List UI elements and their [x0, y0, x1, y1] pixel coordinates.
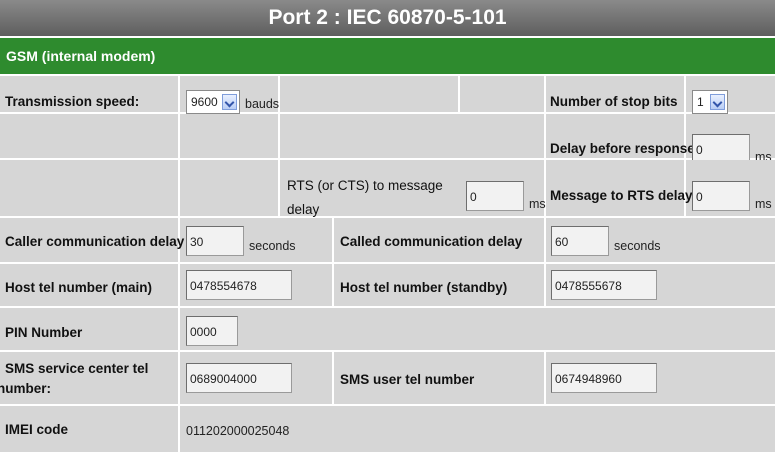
- message-to-rts-delay-unit: ms: [755, 197, 772, 211]
- imei-code-value: 011202000025048: [186, 424, 290, 438]
- sms-service-center-label-line2: number:: [0, 381, 51, 396]
- stop-bits-value: 1: [697, 95, 704, 109]
- rts-to-message-delay-input[interactable]: [466, 181, 524, 211]
- cell: [180, 114, 278, 158]
- caller-communication-delay-label: Caller communication delay: [5, 234, 185, 249]
- pin-number-input[interactable]: [186, 316, 238, 346]
- delay-before-response-label: Delay before response: [550, 141, 695, 156]
- cell: [334, 218, 544, 262]
- rts-to-message-delay-unit: ms: [529, 197, 546, 211]
- message-to-rts-delay-label: Message to RTS delay: [550, 188, 693, 203]
- rts-to-message-delay-label-line2: delay: [287, 202, 320, 217]
- sms-user-tel-label: SMS user tel number: [340, 372, 475, 387]
- transmission-speed-select[interactable]: 9600: [186, 90, 240, 114]
- host-tel-main-label: Host tel number (main): [5, 280, 153, 295]
- cell: [280, 114, 544, 158]
- called-communication-delay-input[interactable]: [551, 226, 609, 256]
- chevron-down-icon: [222, 94, 237, 110]
- sms-service-center-input[interactable]: [186, 363, 292, 393]
- called-communication-delay-unit: seconds: [614, 239, 661, 253]
- called-communication-delay-label: Called communication delay: [340, 234, 523, 249]
- cell: [546, 114, 684, 158]
- cell: [0, 76, 178, 112]
- rts-to-message-delay-label-line1: RTS (or CTS) to message: [287, 178, 443, 193]
- cell: [180, 160, 278, 216]
- cell: [180, 308, 775, 350]
- cell: [0, 218, 178, 262]
- imei-code-label: IMEI code: [5, 422, 69, 437]
- cell: [546, 76, 684, 112]
- transmission-speed-label: Transmission speed:: [5, 94, 140, 109]
- cell: [334, 352, 544, 404]
- pin-number-label: PIN Number: [5, 325, 83, 340]
- cell: [460, 76, 544, 112]
- cell: [546, 160, 684, 216]
- cell: [0, 352, 178, 404]
- transmission-speed-value: 9600: [191, 95, 218, 109]
- cell: [0, 160, 178, 216]
- cell: [0, 114, 178, 158]
- caller-communication-delay-unit: seconds: [249, 239, 296, 253]
- cell: [0, 406, 178, 452]
- stop-bits-select[interactable]: 1: [692, 90, 728, 114]
- cell: [180, 406, 775, 452]
- host-tel-standby-label: Host tel number (standby): [340, 280, 508, 295]
- chevron-down-icon: [710, 94, 725, 110]
- cell: [334, 264, 544, 306]
- transmission-speed-unit: bauds: [245, 97, 280, 111]
- message-to-rts-delay-input[interactable]: [692, 181, 750, 211]
- caller-communication-delay-input[interactable]: [186, 226, 244, 256]
- host-tel-standby-input[interactable]: [551, 270, 657, 300]
- host-tel-main-input[interactable]: [186, 270, 292, 300]
- delay-before-response-input[interactable]: [692, 134, 750, 164]
- sms-service-center-label-line1: SMS service center tel: [5, 361, 149, 376]
- sms-user-tel-input[interactable]: [551, 363, 657, 393]
- cell: [0, 264, 178, 306]
- cell: [0, 308, 178, 350]
- section-header-gsm: GSM (internal modem): [0, 38, 775, 74]
- stop-bits-label: Number of stop bits: [550, 94, 678, 109]
- cell: [280, 76, 458, 112]
- page-title: Port 2 : IEC 60870-5-101: [0, 0, 775, 36]
